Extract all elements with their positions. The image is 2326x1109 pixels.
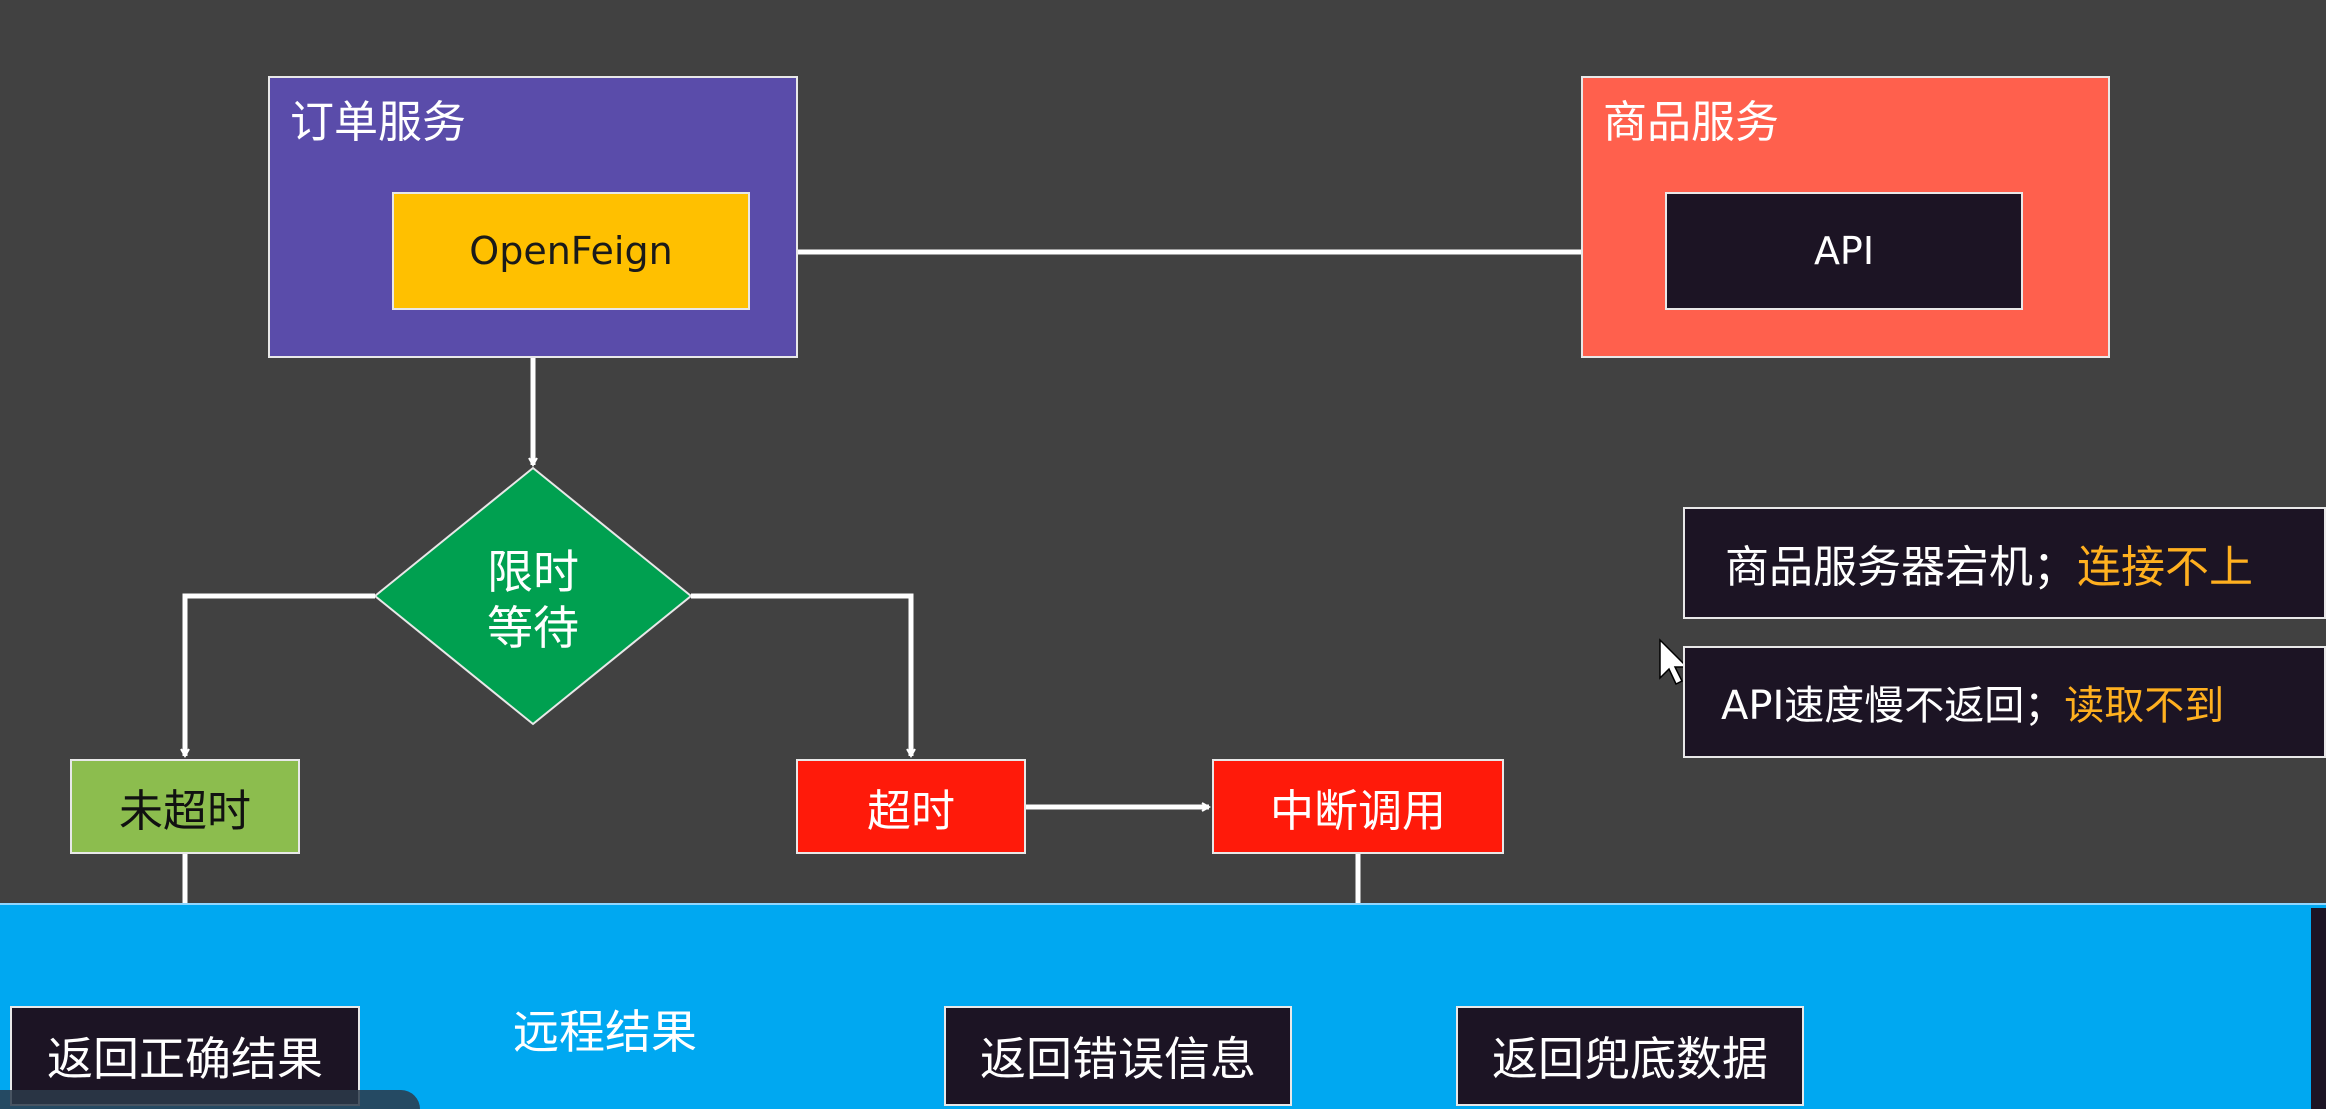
not-timeout-box: 未超时 bbox=[70, 759, 300, 854]
return-fallback-data-box: 返回兜底数据 bbox=[1456, 1006, 1804, 1106]
timed-wait-line2: 等待 bbox=[487, 601, 579, 655]
timed-wait-diamond bbox=[373, 466, 693, 726]
decision-to-timeout-arrow bbox=[691, 593, 911, 756]
taskbar-fragment bbox=[0, 1090, 420, 1109]
note-server-down-highlight: 连接不上 bbox=[2077, 542, 2253, 593]
note-api-slow-highlight: 读取不到 bbox=[2064, 683, 2225, 729]
return-correct-result-box: 返回正确结果 bbox=[10, 1006, 360, 1106]
note-api-slow: API速度慢不返回；读取不到 bbox=[1683, 646, 2326, 758]
interrupt-call-box: 中断调用 bbox=[1212, 759, 1504, 854]
right-edge-panel bbox=[2311, 908, 2326, 1109]
return-error-info-box: 返回错误信息 bbox=[944, 1006, 1292, 1106]
timed-wait-line1: 限时 bbox=[487, 545, 579, 599]
remote-result-label: 远程结果 bbox=[513, 1005, 697, 1059]
timed-wait-decision-label: 限时 等待 bbox=[375, 525, 691, 675]
openfeign-box: OpenFeign bbox=[392, 192, 750, 310]
note-server-down: 商品服务器宕机；连接不上 bbox=[1683, 507, 2326, 619]
note-server-down-text: 商品服务器宕机； bbox=[1725, 542, 2077, 593]
order-service-title: 订单服务 bbox=[290, 97, 466, 148]
api-box: API bbox=[1665, 192, 2023, 310]
decision-to-not-timeout-arrow bbox=[185, 593, 375, 756]
goods-service-title: 商品服务 bbox=[1603, 97, 1779, 148]
timeout-box: 超时 bbox=[796, 759, 1026, 854]
note-api-slow-text: API速度慢不返回； bbox=[1721, 683, 2065, 729]
